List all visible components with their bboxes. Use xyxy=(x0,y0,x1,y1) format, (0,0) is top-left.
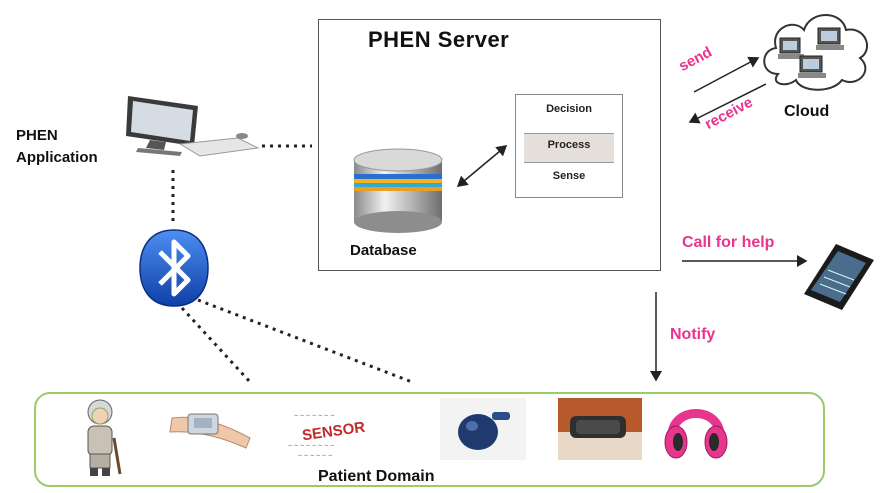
notify-label: Notify xyxy=(670,326,716,343)
app-label-line2: Application xyxy=(16,149,98,166)
call-for-help-label: Call for help xyxy=(682,234,775,251)
receive-arrow xyxy=(688,83,767,124)
database-icon xyxy=(353,148,443,233)
sensor-word-text: SENSOR xyxy=(301,419,366,445)
bluetooth-patient-link-1 xyxy=(180,306,252,384)
headphones-icon xyxy=(664,409,728,459)
elderly-woman-icon xyxy=(87,399,122,476)
patient-domain-box xyxy=(34,392,825,487)
layer-process: Process xyxy=(547,139,591,151)
database-label: Database xyxy=(350,242,417,259)
svg-text:~ ~ ~ ~ ~ ~ ~: ~ ~ ~ ~ ~ ~ ~ xyxy=(294,413,334,420)
process-highlight xyxy=(524,133,614,163)
phen-server-box xyxy=(318,19,661,271)
layer-stack: Decision Process Sense xyxy=(515,94,623,198)
app-label-line1: PHEN xyxy=(16,127,58,144)
blood-pressure-cuff-icon xyxy=(169,413,251,449)
wrist-band-icon xyxy=(558,398,642,460)
svg-text:~ ~ ~ ~ ~ ~ ~ ~: ~ ~ ~ ~ ~ ~ ~ ~ xyxy=(288,443,334,450)
wearable-clip-icon xyxy=(440,398,526,460)
cloud-label: Cloud xyxy=(784,103,830,120)
bluetooth-icon xyxy=(139,229,209,307)
bluetooth-patient-link-2 xyxy=(197,298,413,384)
send-arrow xyxy=(693,56,760,93)
cloud-computers-icon xyxy=(763,14,868,91)
server-title: PHEN Server xyxy=(368,27,510,52)
patient-domain-label: Patient Domain xyxy=(318,468,435,485)
phen-application-label: PHEN Application xyxy=(16,125,98,169)
layer-sense: Sense xyxy=(552,170,586,182)
layer-decision: Decision xyxy=(546,103,592,115)
db-layers-arrow xyxy=(456,145,508,187)
smartphone-icon xyxy=(804,244,874,310)
svg-text:~ ~ ~ ~ ~ ~: ~ ~ ~ ~ ~ ~ xyxy=(298,453,332,460)
sensor-word-icon: ~ ~ ~ ~ ~ ~ ~ ~ ~ ~ ~ ~ ~ ~ ~ ~ ~ ~ ~ ~ … xyxy=(288,413,366,460)
desktop-computer-icon xyxy=(126,96,260,157)
